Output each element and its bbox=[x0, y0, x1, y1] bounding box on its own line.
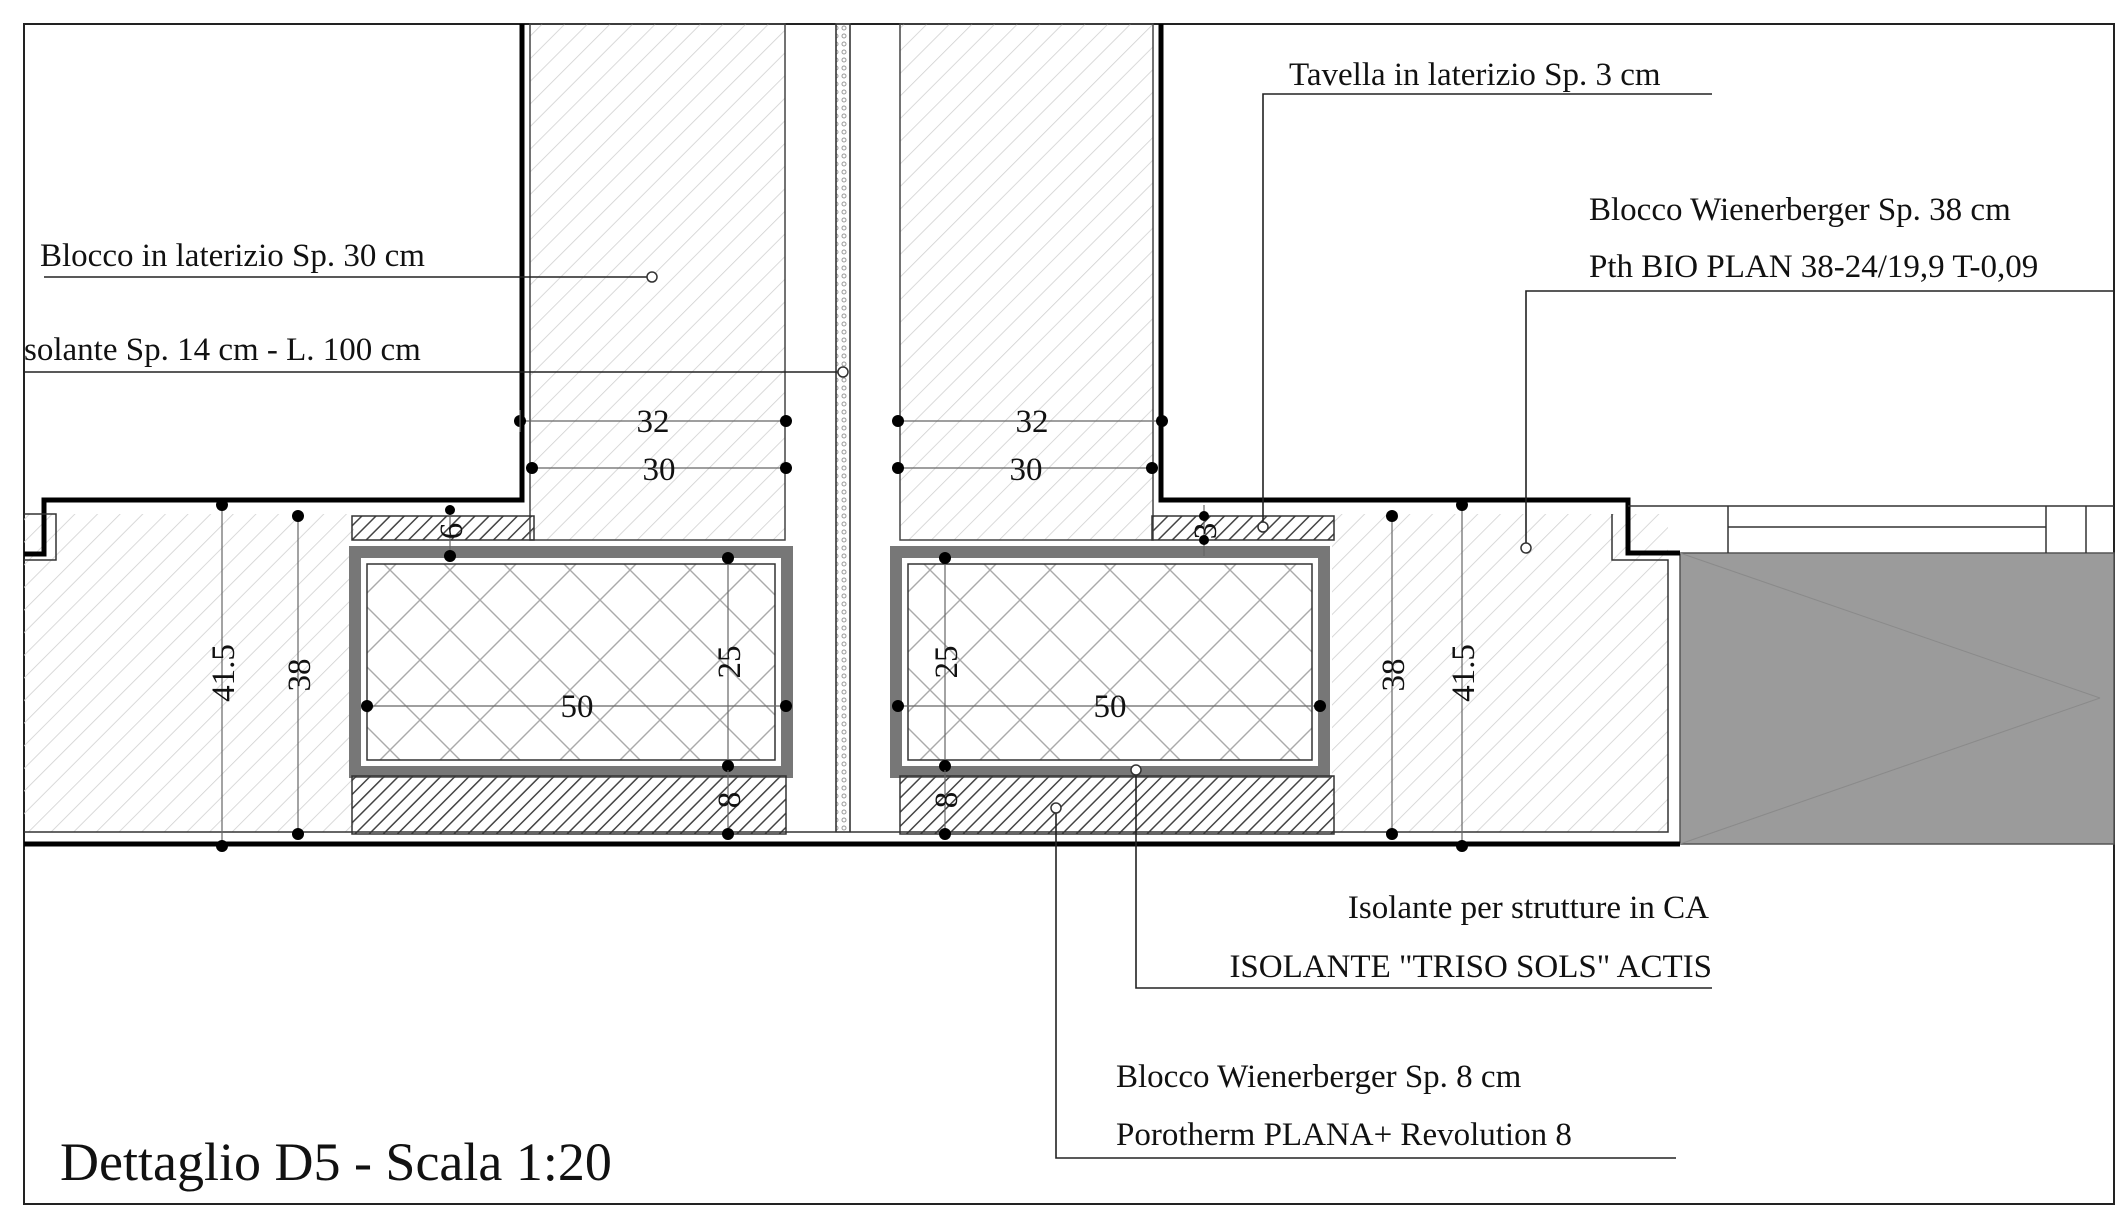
label-wiener38-line2: Pth BIO PLAN 38-24/19,9 T-0,09 bbox=[1589, 249, 2038, 285]
label-isolante14: solante Sp. 14 cm - L. 100 cm bbox=[24, 332, 421, 368]
right-concrete-beam bbox=[907, 563, 1313, 761]
dim-left-wall-outer: 32 bbox=[637, 404, 670, 440]
label-wiener38-line1: Blocco Wienerberger Sp. 38 cm bbox=[1589, 192, 2011, 228]
leader-wiener38 bbox=[1525, 290, 2114, 548]
dim-left-beam-height: 25 bbox=[712, 646, 748, 679]
label-wiener8-line2: Porotherm PLANA+ Revolution 8 bbox=[1116, 1117, 1572, 1153]
dim-left-bottom-block: 8 bbox=[712, 792, 748, 809]
leader-isolante-ca bbox=[1135, 770, 1712, 989]
label-isolante-ca-line1: Isolante per strutture in CA bbox=[1348, 890, 1709, 926]
dim-left-top-tile: 6 bbox=[434, 523, 470, 540]
left-foundation-block bbox=[24, 514, 354, 832]
left-bottom-block bbox=[351, 775, 787, 835]
dim-right-total-height: 41.5 bbox=[1446, 644, 1482, 702]
left-wall-block bbox=[529, 23, 786, 541]
dim-right-bottom-block: 8 bbox=[929, 792, 965, 809]
leader-tavella bbox=[1262, 93, 1712, 527]
dim-right-beam-width: 50 bbox=[1094, 689, 1127, 725]
dim-left-total-height: 41.5 bbox=[206, 644, 242, 702]
label-blocco30: Blocco in laterizio Sp. 30 cm bbox=[40, 238, 425, 274]
dim-left-beam-width: 50 bbox=[561, 689, 594, 725]
right-outline bbox=[1158, 24, 1680, 556]
label-wiener8-line1: Blocco Wienerberger Sp. 8 cm bbox=[1116, 1059, 1522, 1095]
insulation-strip bbox=[835, 23, 851, 833]
right-foundation-block bbox=[1332, 514, 1668, 832]
dim-right-wall-inner: 30 bbox=[1010, 452, 1043, 488]
right-top-tile bbox=[1151, 515, 1335, 541]
left-outline bbox=[24, 24, 525, 557]
dim-left-block-height: 38 bbox=[282, 659, 318, 692]
dim-right-block-height: 38 bbox=[1376, 659, 1412, 692]
floor-slab bbox=[1679, 552, 2115, 845]
dim-right-wall-outer: 32 bbox=[1016, 404, 1049, 440]
right-beam-insulation bbox=[890, 546, 1330, 778]
leader-wiener8 bbox=[1055, 808, 1676, 1159]
drawing-title: Dettaglio D5 - Scala 1:20 bbox=[60, 1132, 612, 1192]
right-bottom-block bbox=[899, 775, 1335, 835]
left-beam-insulation bbox=[349, 546, 793, 778]
label-isolante-ca-line2: ISOLANTE "TRISO SOLS" ACTIS bbox=[1229, 949, 1712, 985]
left-top-tile bbox=[351, 515, 535, 541]
dim-right-top-tile: 3 bbox=[1188, 523, 1224, 540]
dim-right-beam-height: 25 bbox=[929, 646, 965, 679]
left-concrete-beam bbox=[366, 563, 776, 761]
label-tavella: Tavella in laterizio Sp. 3 cm bbox=[1289, 57, 1661, 93]
right-wall-block bbox=[899, 23, 1154, 541]
dim-left-wall-inner: 30 bbox=[643, 452, 676, 488]
